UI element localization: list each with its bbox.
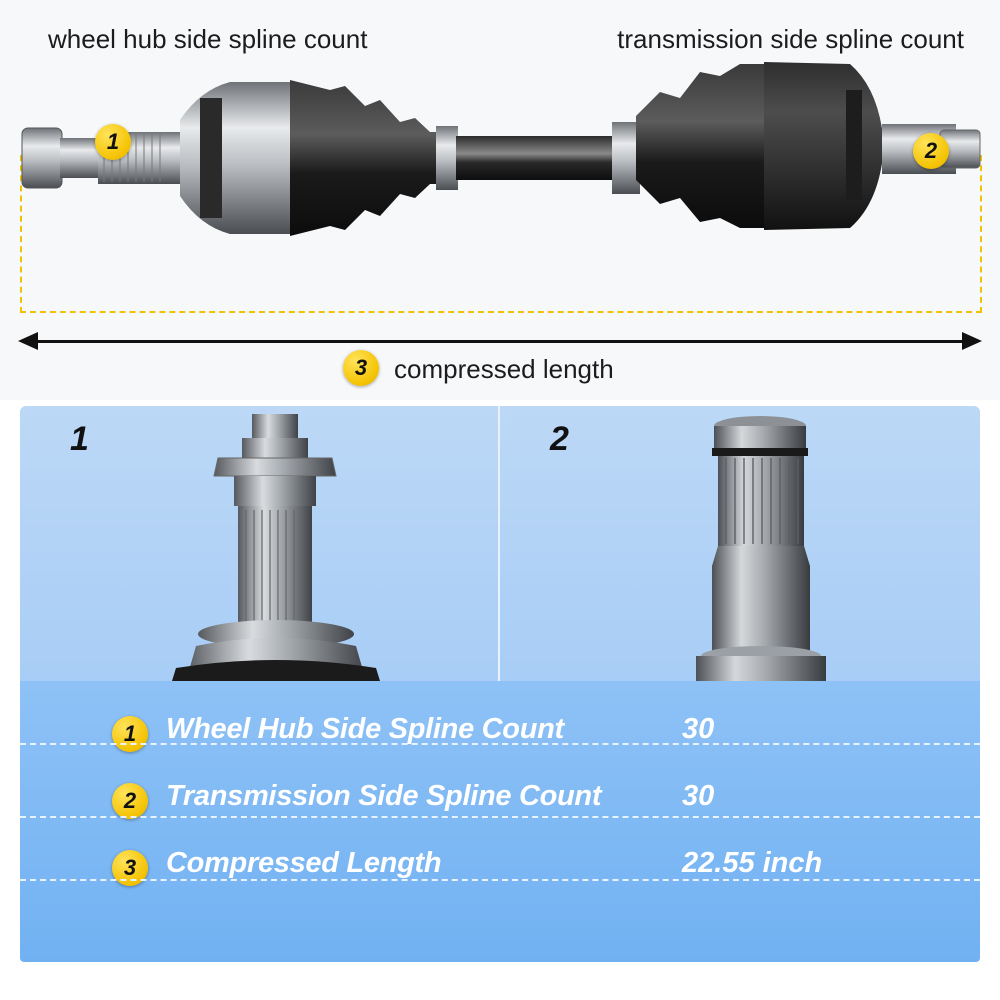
panel-2-number: 2	[550, 420, 569, 458]
spec-2-value: 30	[682, 780, 715, 812]
spec-1-name: Wheel Hub Side Spline Count	[166, 713, 564, 745]
spec-divider	[20, 743, 980, 745]
spec-3-name: Compressed Length	[166, 847, 442, 879]
compressed-length-label: compressed length	[394, 354, 614, 384]
marker-2-badge: 2	[913, 133, 949, 169]
spec-row: 3 Compressed Length 22.55 inch	[20, 833, 980, 899]
spec-divider	[20, 816, 980, 818]
length-bracket	[20, 155, 982, 313]
panel-divider	[498, 406, 500, 681]
marker-3-badge: 3	[343, 350, 379, 386]
spec-divider	[20, 879, 980, 881]
transmission-side-closeup: 2	[500, 406, 980, 681]
panel-1-number: 1	[70, 420, 89, 458]
spec-1-value: 30	[682, 713, 715, 745]
wheel-side-closeup: 1	[20, 406, 498, 681]
transmission-spline-closeup-image	[696, 416, 826, 681]
wheel-side-label: wheel hub side spline count	[48, 24, 368, 54]
spec-table: 1 Wheel Hub Side Spline Count 30 2 Trans…	[20, 681, 980, 962]
spec-2-badge: 2	[112, 783, 148, 819]
length-arrow-line	[22, 340, 978, 343]
spec-row: 2 Transmission Side Spline Count 30	[20, 766, 980, 832]
axle-diagram: wheel hub side spline count transmission…	[0, 0, 1000, 400]
cv-axle-image	[21, 62, 981, 236]
detail-panels: 1	[20, 406, 980, 681]
spec-1-badge: 1	[112, 716, 148, 752]
spec-row: 1 Wheel Hub Side Spline Count 30	[20, 699, 980, 765]
arrow-right-icon	[962, 332, 982, 350]
wheel-spline-closeup-image	[172, 414, 380, 681]
spec-3-value: 22.55 inch	[682, 847, 823, 879]
marker-1-badge: 1	[95, 124, 131, 160]
transmission-side-label: transmission side spline count	[617, 24, 964, 54]
arrow-left-icon	[18, 332, 38, 350]
spec-2-name: Transmission Side Spline Count	[166, 780, 602, 812]
